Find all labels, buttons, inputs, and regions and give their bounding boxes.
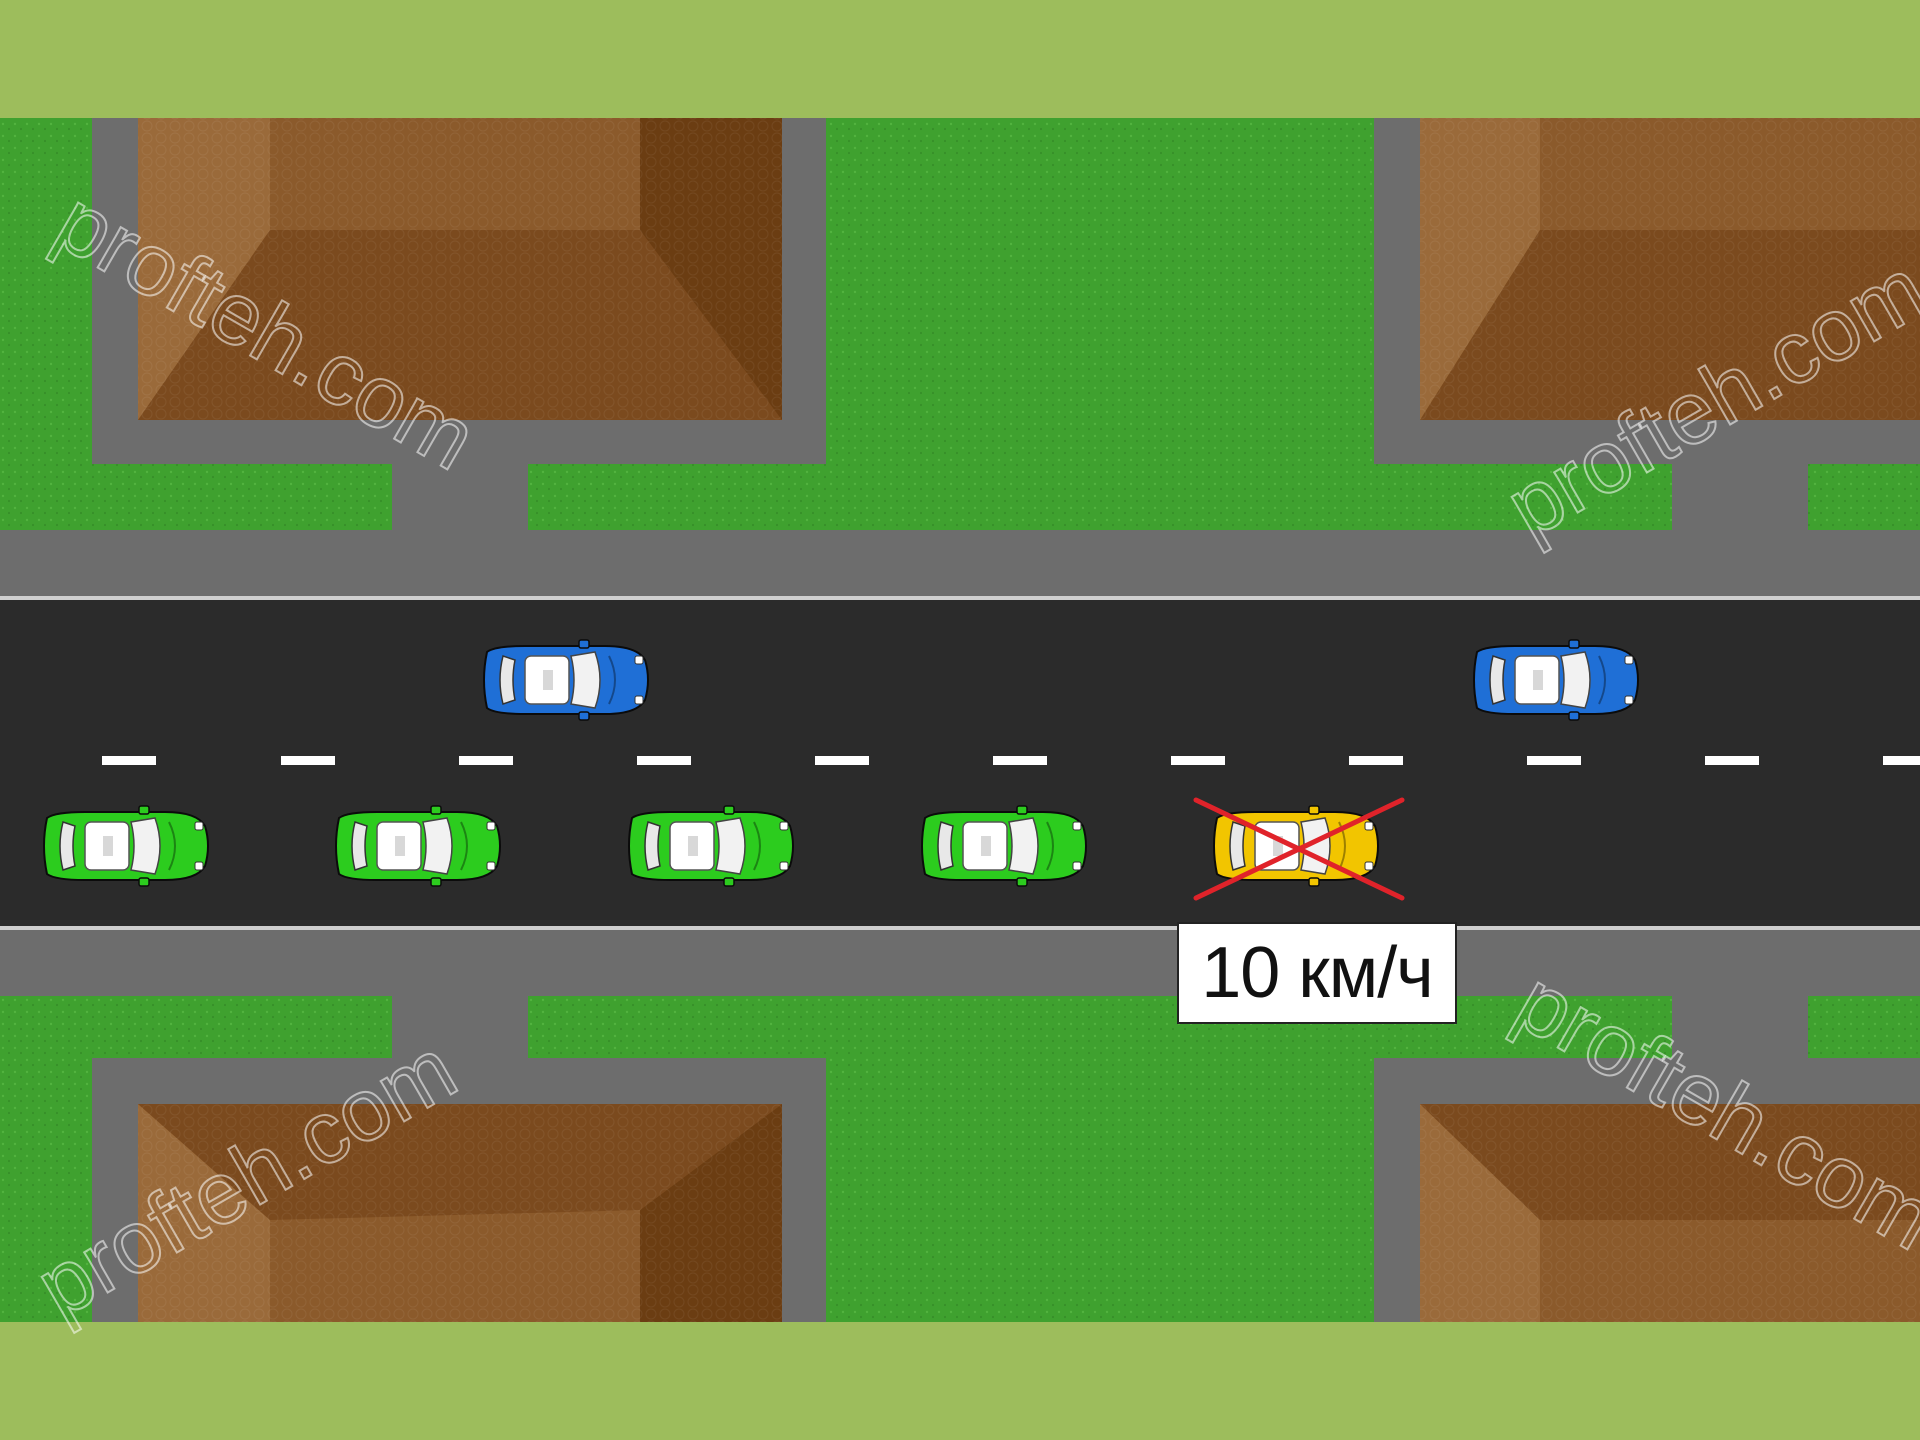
lane-dash xyxy=(1349,756,1403,765)
sidewalk-top xyxy=(0,530,1920,596)
car-icon-green xyxy=(922,806,1086,886)
sidewalk-bottom xyxy=(0,930,1920,996)
lane-dash xyxy=(102,756,156,765)
lane-dash xyxy=(815,756,869,765)
car-icon-green xyxy=(44,806,208,886)
car-icon-blue xyxy=(1474,640,1638,720)
lane-dash xyxy=(1527,756,1581,765)
speed-limit-label: 10 км/ч xyxy=(1177,922,1457,1024)
frame-bottom xyxy=(0,1322,1920,1440)
lane-dash xyxy=(1171,756,1225,765)
lane-dash xyxy=(459,756,513,765)
car-icon-green xyxy=(629,806,793,886)
lane-dash xyxy=(1705,756,1759,765)
car-icon-green xyxy=(336,806,500,886)
frame-top xyxy=(0,0,1920,118)
road-edge-line xyxy=(0,926,1920,930)
lane-dash xyxy=(993,756,1047,765)
car-icon-blue xyxy=(484,640,648,720)
lane-dash xyxy=(637,756,691,765)
lane-dash xyxy=(281,756,335,765)
road-edge-line xyxy=(0,596,1920,600)
lane-dash xyxy=(1883,756,1920,765)
